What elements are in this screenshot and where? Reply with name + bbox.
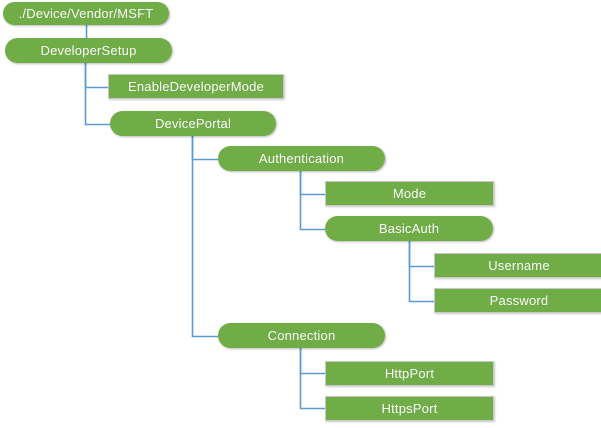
connector-developersetup-to-deviceportal [84, 63, 110, 126]
connector-basicauth-to-password [408, 241, 434, 303]
node-enabledevelopermode[interactable]: EnableDeveloperMode [108, 74, 284, 99]
node-password[interactable]: Password [434, 288, 601, 313]
connector-connection-to-httpport [299, 348, 325, 375]
connector-connection-to-httpsport [299, 348, 325, 410]
connector-authentication-to-mode [299, 171, 325, 196]
node-label-connection: Connection [267, 328, 336, 343]
node-label-deviceportal: DevicePortal [154, 116, 232, 131]
node-httpsport[interactable]: HttpsPort [325, 396, 494, 421]
node-label-authentication: Authentication [258, 151, 345, 166]
node-basicauth[interactable]: BasicAuth [325, 216, 493, 241]
node-root[interactable]: ./Device/Vendor/MSFT [3, 2, 169, 25]
node-username[interactable]: Username [434, 253, 601, 278]
connector-basicauth-to-username [408, 241, 434, 268]
node-label-username: Username [488, 258, 550, 273]
node-label-basicauth: BasicAuth [378, 221, 440, 236]
connector-developersetup-to-enabledevelopermode [84, 63, 108, 89]
connector-deviceportal-to-authentication [191, 136, 218, 161]
node-label-developersetup: DeveloperSetup [40, 43, 137, 58]
node-label-httpsport: HttpsPort [381, 401, 438, 416]
node-label-password: Password [489, 293, 549, 308]
node-label-mode: Mode [392, 186, 427, 201]
node-label-enabledevelopermode: EnableDeveloperMode [127, 79, 265, 94]
connector-authentication-to-basicauth [299, 171, 325, 231]
node-deviceportal[interactable]: DevicePortal [110, 111, 276, 136]
node-label-root: ./Device/Vendor/MSFT [18, 6, 154, 21]
connector-deviceportal-to-connection [191, 136, 218, 338]
node-connection[interactable]: Connection [218, 323, 385, 348]
node-mode[interactable]: Mode [325, 181, 494, 206]
node-developersetup[interactable]: DeveloperSetup [5, 38, 172, 63]
node-label-httpport: HttpPort [384, 366, 435, 381]
node-httpport[interactable]: HttpPort [325, 361, 494, 386]
node-authentication[interactable]: Authentication [218, 146, 385, 171]
